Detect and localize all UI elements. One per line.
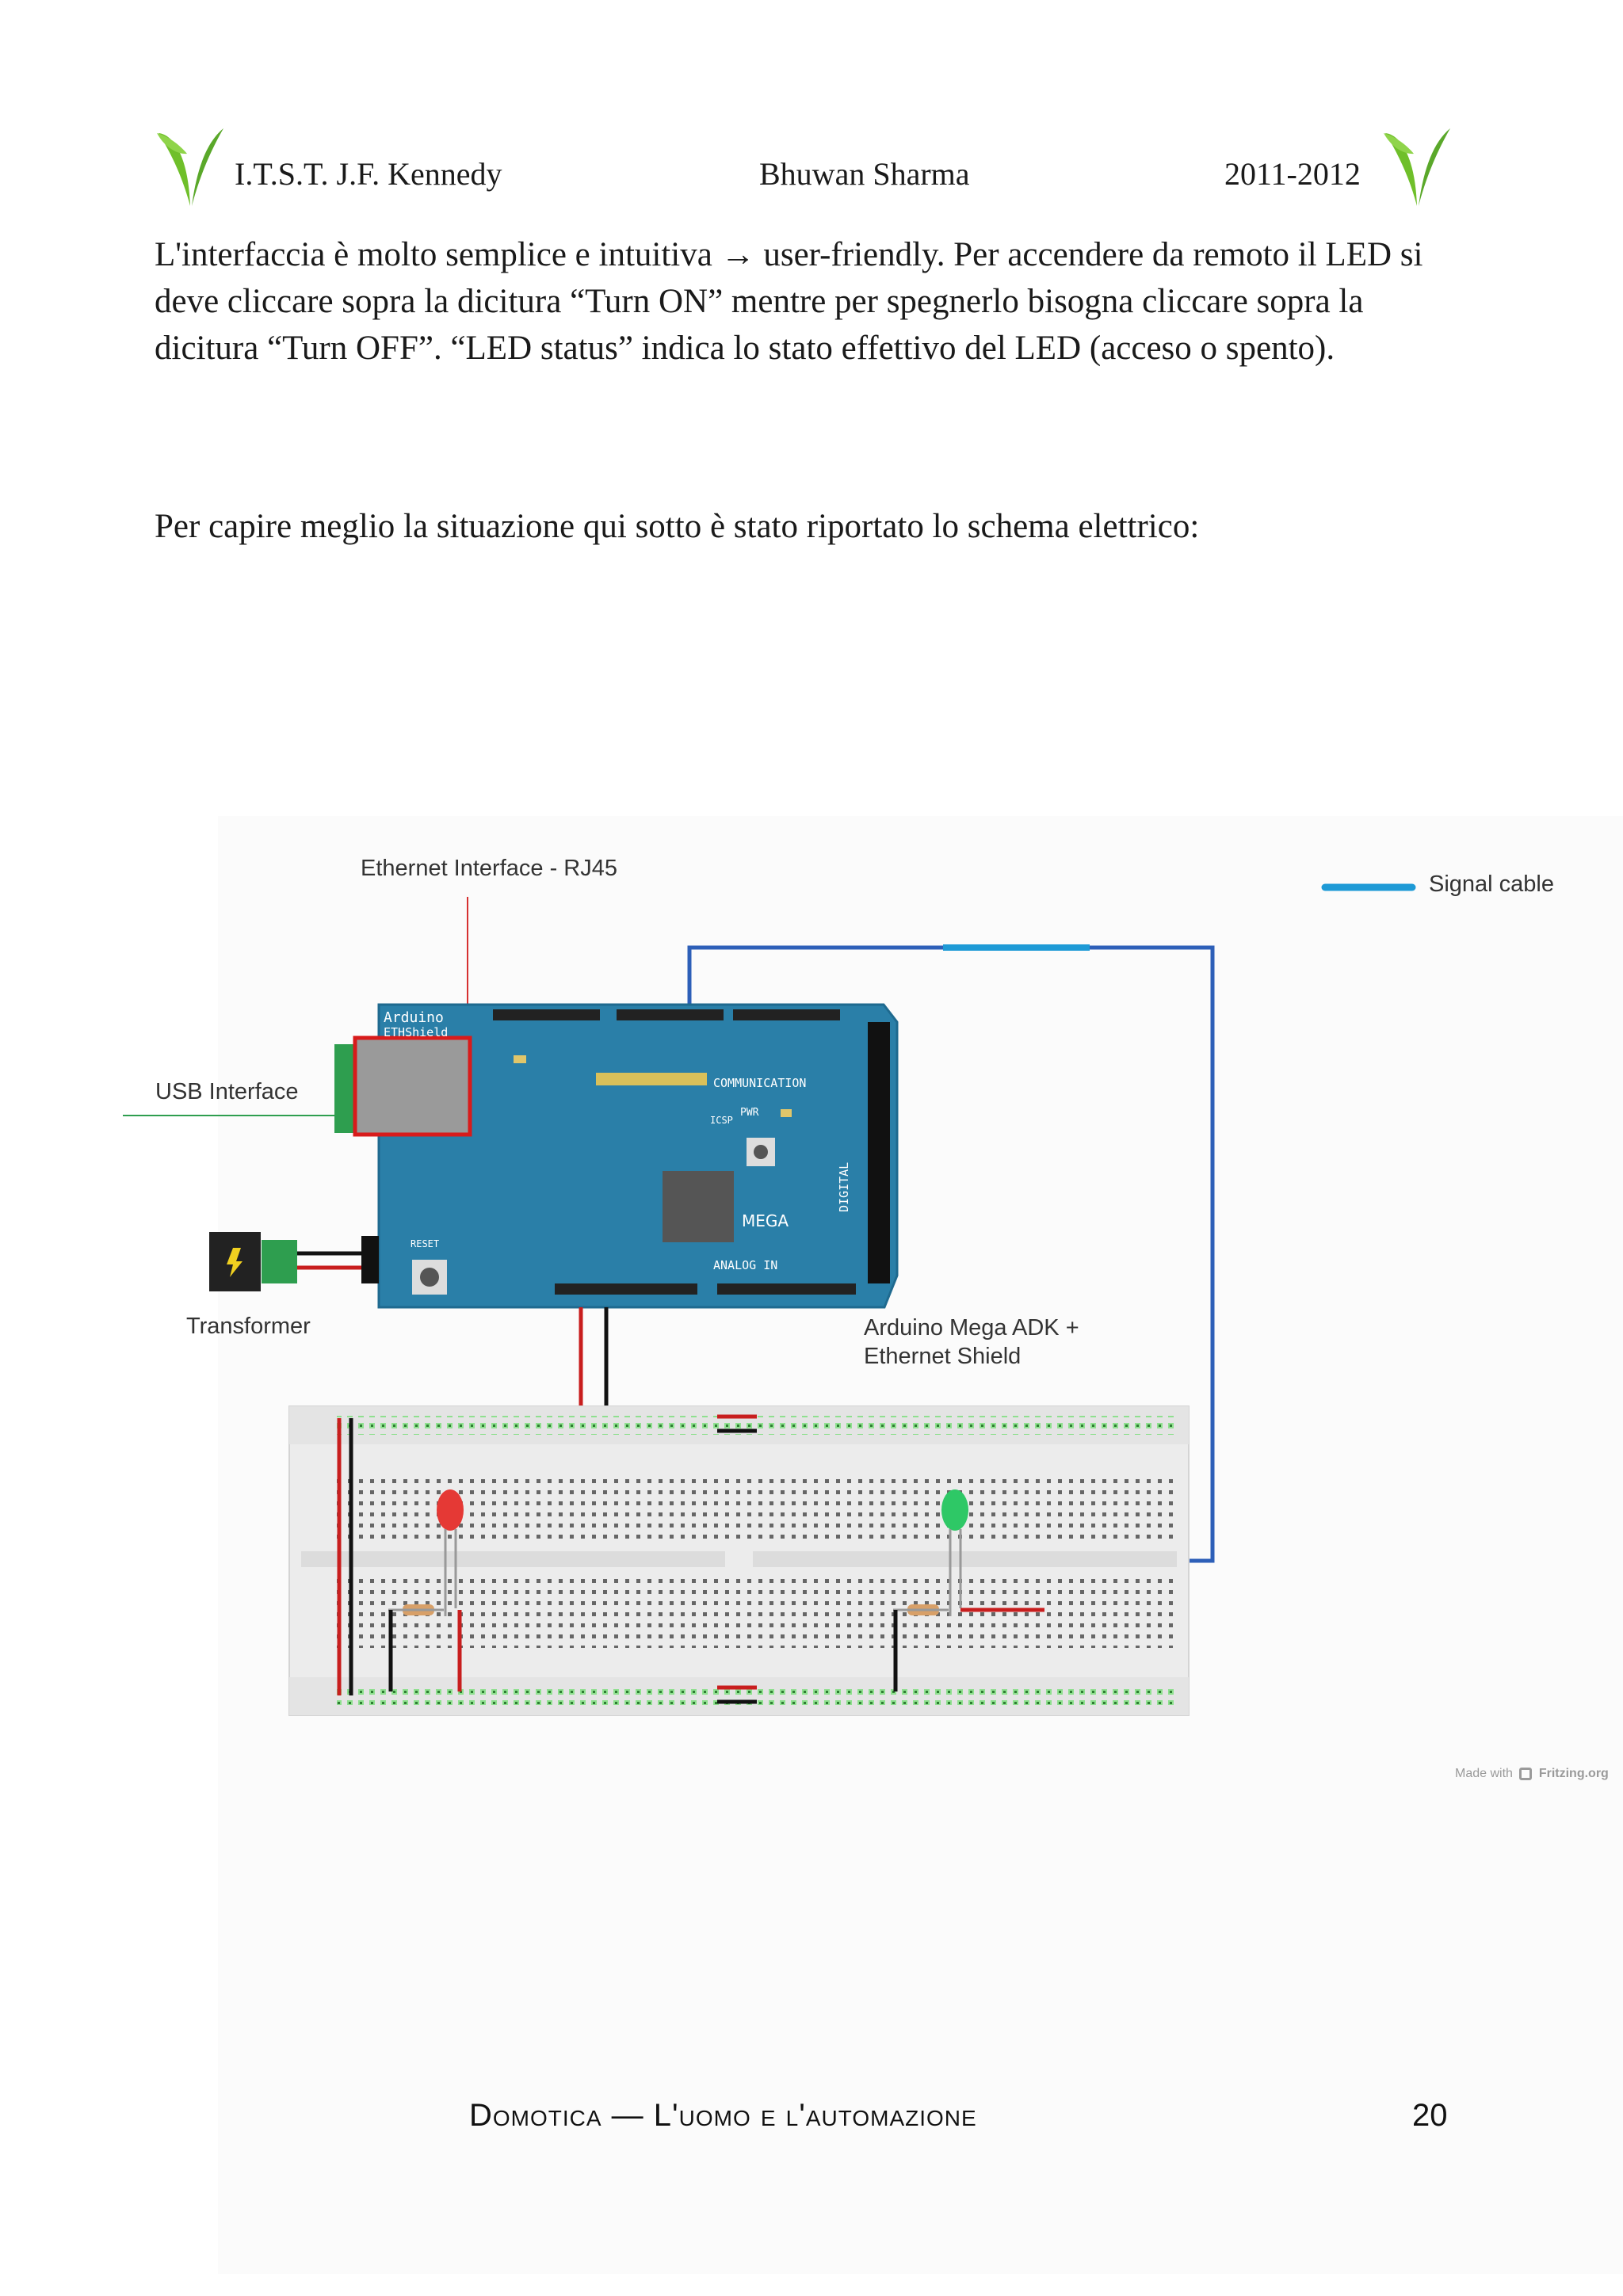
label-usb-interface: USB Interface xyxy=(155,1079,299,1104)
label-transformer: Transformer xyxy=(186,1314,311,1339)
header-school: I.T.S.T. J.F. Kennedy xyxy=(235,156,502,192)
header-year: 2011-2012 xyxy=(1224,156,1361,192)
paragraph-interface: L'interfaccia è molto semplice e intuiti… xyxy=(155,236,1423,367)
page-number: 20 xyxy=(1412,2098,1448,2133)
svg-text:DIGITAL: DIGITAL xyxy=(837,1162,851,1212)
fritzing-made-with: Made with xyxy=(1455,1767,1513,1780)
fritzing-credit: Made with Fritzing.org xyxy=(1455,1767,1609,1781)
fritzing-brand: Fritzing.org xyxy=(1538,1767,1609,1780)
header-author: Bhuwan Sharma xyxy=(759,156,970,192)
leaf-logo-right xyxy=(1384,128,1450,206)
svg-text:COMMUNICATION: COMMUNICATION xyxy=(713,1076,806,1090)
paragraph-schema-intro: Per capire meglio la situazione qui sott… xyxy=(155,508,1200,545)
label-arduino-line1: Arduino Mega ADK + xyxy=(864,1315,1079,1341)
svg-text:ANALOG IN: ANALOG IN xyxy=(713,1258,777,1272)
svg-text:RESET: RESET xyxy=(411,1238,439,1249)
label-ethernet-interface: Ethernet Interface - RJ45 xyxy=(361,856,617,881)
svg-text:PWR: PWR xyxy=(740,1107,759,1119)
label-signal-cable: Signal cable xyxy=(1429,871,1554,897)
leaf-logo-left xyxy=(157,128,223,206)
svg-text:Arduino: Arduino xyxy=(384,1009,444,1026)
label-arduino-line2: Ethernet Shield xyxy=(864,1344,1022,1369)
svg-text:ETHShield: ETHShield xyxy=(384,1025,448,1039)
fritzing-logo-icon xyxy=(1519,1767,1533,1780)
svg-text:ICSP: ICSP xyxy=(710,1115,733,1126)
footer-title: Domotica — L'uomo e l'automazione xyxy=(469,2098,977,2133)
svg-text:MEGA: MEGA xyxy=(742,1211,789,1230)
